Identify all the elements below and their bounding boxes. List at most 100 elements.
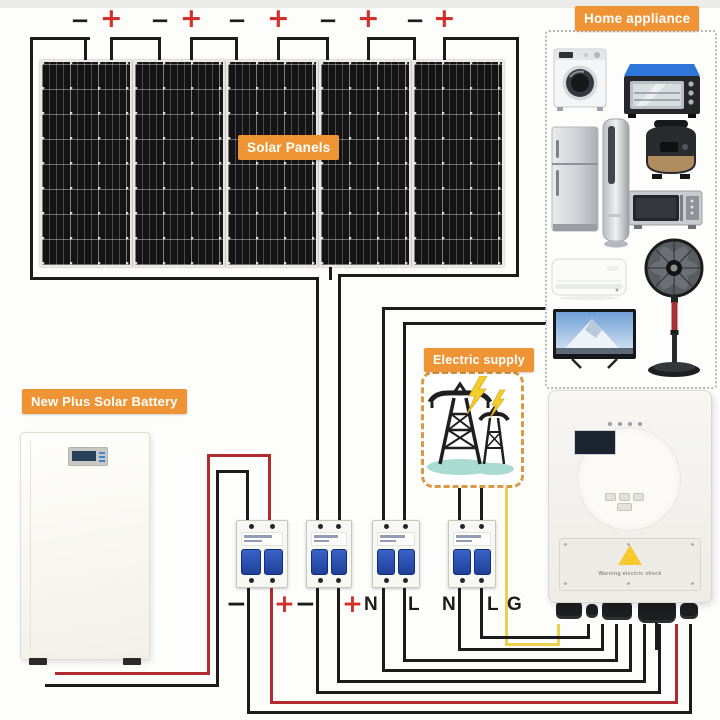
grid-live-wire	[480, 484, 483, 525]
inverter-terminal-panel: ⚡ Warning electric shock	[559, 538, 701, 591]
terminal-sign: −	[70, 8, 90, 34]
solar-panel	[226, 60, 318, 267]
nest-wire	[480, 636, 590, 639]
electric-supply-badge: Electric supply	[424, 348, 534, 372]
ground-wire	[505, 643, 560, 646]
inverter-led	[638, 422, 642, 426]
breaker-output-label: −	[295, 589, 316, 618]
solar-panel	[412, 60, 504, 267]
grid-neutral-wire	[458, 484, 461, 525]
terminal-sign: −	[150, 8, 170, 34]
panel-link-wire	[326, 40, 329, 62]
inverter-led	[618, 422, 622, 426]
battery-negative-wire	[45, 684, 219, 687]
breaker-output-label: L	[487, 594, 499, 615]
panel-link-wire	[367, 37, 416, 40]
battery-screen	[72, 451, 96, 461]
nest-wire	[316, 586, 319, 694]
terminal-sign: −	[318, 8, 338, 34]
nest-wire	[480, 586, 483, 639]
nest-wire	[316, 691, 661, 694]
lightning-bolt-icon: ⚡	[626, 551, 638, 561]
solar-panel	[133, 60, 225, 267]
standing-fan-icon	[644, 238, 704, 377]
breaker-load	[372, 520, 420, 588]
nest-wire	[689, 624, 692, 714]
load-neutral-wire	[382, 307, 385, 525]
breaker-output-label: L	[408, 594, 420, 615]
nest-wire	[247, 711, 692, 714]
terminal-sign: +	[357, 3, 380, 34]
warning-text: Warning electric shock	[598, 571, 662, 577]
nest-wire	[658, 624, 661, 694]
battery-positive-wire	[207, 454, 210, 675]
panel-link-wire	[190, 37, 238, 40]
terminal-sign: −	[405, 8, 425, 34]
terminal-sign: +	[100, 3, 123, 34]
nest-wire	[403, 659, 618, 662]
load-live-wire	[403, 322, 546, 325]
inverter-connector	[556, 601, 582, 619]
panel-link-wire	[110, 40, 113, 62]
nest-wire	[458, 586, 461, 651]
nest-wire	[247, 586, 250, 714]
inverter-button	[619, 493, 630, 501]
solar-panel	[40, 60, 132, 267]
wall-air-conditioner-icon	[551, 258, 627, 300]
breaker-output-label: +	[274, 589, 295, 618]
solar-panels-badge: Solar Panels	[238, 135, 340, 160]
breaker-toggle	[241, 548, 283, 576]
pv-positive-wire	[338, 274, 341, 525]
nest-wire	[601, 624, 604, 651]
ground-wire	[505, 484, 508, 646]
inverter-pigtail-wire	[655, 618, 658, 650]
nest-wire	[643, 624, 646, 683]
nest-wire	[615, 624, 618, 662]
panel-link-wire	[190, 40, 193, 62]
breaker-toggle	[311, 548, 347, 576]
toaster-oven-icon	[624, 64, 700, 118]
panel-link-wire	[367, 40, 370, 62]
terminal-sign: +	[180, 3, 203, 34]
panel-link-wire	[277, 37, 329, 40]
breaker-battery	[236, 520, 288, 588]
inverter-connector	[638, 599, 676, 623]
pv-negative-wire	[84, 40, 87, 62]
inverter-button	[633, 493, 644, 501]
refrigerator-icon	[551, 126, 599, 232]
inverter-led	[608, 422, 612, 426]
solar-panel	[319, 60, 411, 267]
panel-link-wire	[158, 40, 161, 62]
breaker-output-label: +	[342, 589, 363, 618]
terminal-sign: −	[227, 8, 247, 34]
battery-door-seam	[30, 441, 31, 649]
nest-wire-red	[270, 586, 273, 704]
breaker-output-label: −	[226, 589, 247, 618]
nest-wire	[458, 648, 604, 651]
inverter-connector	[602, 601, 632, 620]
breaker-output-label: N	[442, 594, 456, 615]
inverter-button	[605, 493, 616, 501]
battery-negative-wire	[246, 470, 249, 525]
television-icon	[553, 309, 636, 369]
inverter-button	[617, 503, 632, 511]
nest-wire	[587, 624, 590, 639]
breaker-toggle	[377, 548, 415, 576]
battery-negative-wire	[216, 470, 249, 473]
battery-foot	[29, 658, 47, 665]
pv-positive-wire	[443, 37, 519, 40]
nest-wire-red	[270, 701, 678, 704]
battery-negative-wire	[216, 470, 219, 687]
washing-machine-icon	[553, 48, 607, 111]
rice-cooker-icon	[646, 120, 696, 179]
nest-wire	[629, 624, 632, 672]
home-appliance-box	[545, 30, 717, 389]
solar-battery	[20, 432, 150, 665]
breaker-output-label: G	[507, 594, 522, 615]
nest-wire	[337, 586, 340, 683]
pv-negative-wire	[316, 277, 319, 525]
warning-triangle-icon	[618, 545, 642, 565]
panel-link-wire	[235, 40, 238, 62]
load-live-wire	[403, 324, 406, 525]
